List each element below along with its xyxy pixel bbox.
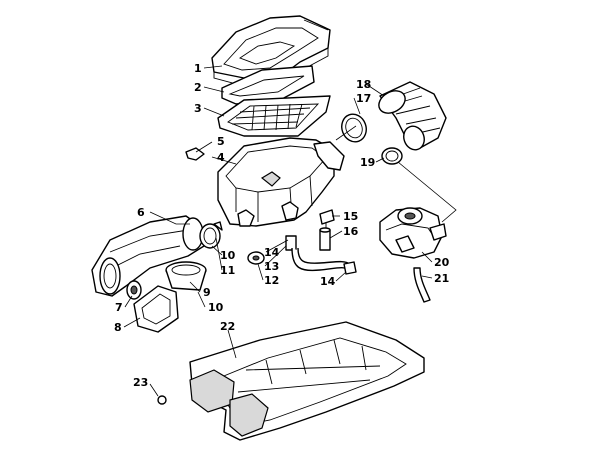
carburetor-vent-tube — [413, 267, 431, 303]
callout-20: 20 — [434, 256, 450, 269]
callout-21: 21 — [434, 272, 449, 285]
boot-clamp-lower — [381, 147, 403, 165]
callout-7: 7 — [115, 301, 123, 314]
clamp-tab — [185, 147, 205, 161]
callout-10-lower: 10 — [208, 301, 224, 314]
callout-11: 11 — [220, 264, 235, 277]
callout-17: 17 — [356, 92, 371, 105]
drain-grommet — [247, 251, 265, 265]
callout-18: 18 — [356, 78, 371, 91]
shroud-fastener — [157, 395, 167, 405]
callout-8: 8 — [114, 321, 122, 334]
lower-shroud — [189, 321, 425, 441]
carburetor-boot — [378, 81, 447, 151]
drain-plug — [319, 227, 331, 251]
air-filter-element — [221, 65, 315, 105]
air-box-housing — [217, 137, 345, 227]
callout-10-upper: 10 — [220, 249, 236, 262]
crankcase-vent-hose — [291, 247, 357, 275]
mounting-bolt — [319, 209, 335, 230]
inlet-filter-pad — [133, 285, 179, 333]
callout-labels: 1 2 3 4 5 6 7 8 9 10 10 11 12 13 14 14 1… — [114, 62, 450, 389]
callout-14-upper: 14 — [264, 246, 280, 259]
callout-15: 15 — [343, 210, 358, 223]
callout-5: 5 — [217, 135, 225, 148]
leader-lines — [123, 65, 457, 397]
duct-clamp — [126, 280, 142, 300]
callout-23: 23 — [133, 376, 148, 389]
callout-9: 9 — [203, 286, 211, 299]
drain-fitting — [285, 235, 297, 251]
boot-adapter — [165, 261, 207, 291]
boot-clamp-upper — [341, 113, 367, 143]
inlet-clamp-assembly — [199, 221, 223, 249]
inlet-duct — [91, 215, 205, 297]
filter-screen — [217, 95, 331, 137]
callout-4: 4 — [217, 151, 225, 164]
callout-16: 16 — [343, 225, 359, 238]
callout-6: 6 — [137, 206, 145, 219]
callout-14-lower: 14 — [320, 275, 336, 288]
carburetor — [379, 207, 447, 259]
air-box-cover — [211, 15, 331, 89]
callout-22: 22 — [220, 320, 235, 333]
callout-12: 12 — [264, 274, 279, 287]
callout-13: 13 — [264, 260, 279, 273]
callout-3: 3 — [194, 102, 202, 115]
callout-2: 2 — [194, 81, 202, 94]
callout-1: 1 — [194, 62, 202, 75]
callout-19: 19 — [360, 156, 375, 169]
